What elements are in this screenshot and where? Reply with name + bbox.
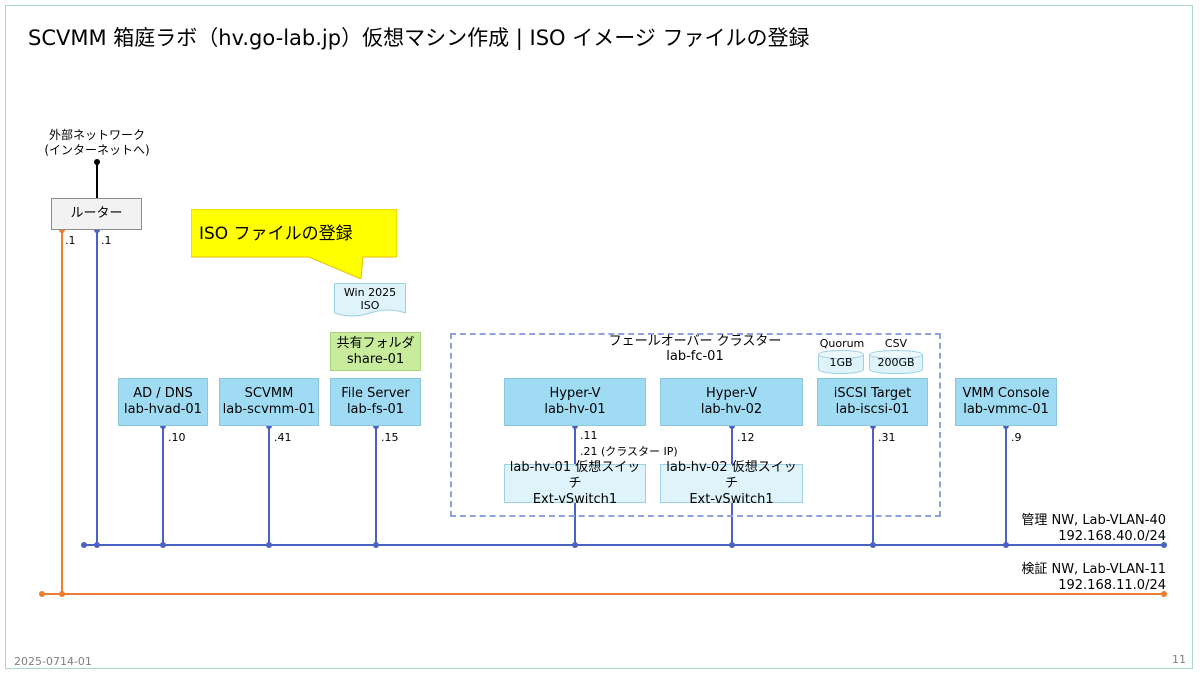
external-line2: (インターネットへ) — [44, 143, 150, 157]
node-file-server: File Server lab-fs-01 — [330, 378, 421, 426]
external-line1: 外部ネットワーク — [48, 128, 145, 142]
mgmt-bus-end-left — [81, 542, 87, 548]
node-role: VMM Console — [962, 386, 1050, 401]
shared-folder: 共有フォルダ share-01 — [330, 332, 421, 371]
node-ip: .15 — [381, 431, 399, 444]
joint-scvmm — [266, 542, 272, 548]
iso-document-icon — [334, 283, 406, 317]
test-bus-end-right — [1161, 591, 1167, 597]
node-vmm-console: VMM Console lab-vmmc-01 — [955, 378, 1057, 426]
node-ip: .41 — [274, 431, 292, 444]
node-name: lab-iscsi-01 — [835, 402, 910, 417]
mgmt-network-label: 管理 NW, Lab-VLAN-40 192.168.40.0/24 — [1021, 513, 1166, 545]
node-hyper-v-01: Hyper-V lab-hv-01 — [504, 378, 646, 426]
node-iscsi-target: iSCSI Target lab-iscsi-01 — [817, 378, 928, 426]
node-role: SCVMM — [244, 386, 294, 401]
switch-line2: Ext-vSwitch1 — [532, 491, 618, 507]
node-role: Hyper-V — [705, 386, 758, 401]
mgmt-network-subnet: 192.168.40.0/24 — [1058, 529, 1166, 544]
router-label: ルーター — [70, 206, 123, 221]
node-role: iSCSI Target — [833, 386, 912, 401]
iso-document-label: Win 2025 ISO — [334, 286, 406, 312]
node-ip: .10 — [168, 431, 186, 444]
node-ip: .12 — [737, 431, 755, 444]
node-scvmm: SCVMM lab-scvmm-01 — [219, 378, 319, 426]
cluster-title: フェールオーバー クラスター lab-fc-01 — [450, 334, 940, 364]
joint-vmmc — [1003, 542, 1009, 548]
mgmt-bus-end-right — [1161, 542, 1167, 548]
node-name: lab-hv-02 — [700, 402, 763, 417]
mgmt-network-name: 管理 NW, Lab-VLAN-40 — [1021, 513, 1166, 528]
node-role: File Server — [341, 386, 410, 401]
share-line2: share-01 — [346, 351, 405, 367]
external-endpoint — [94, 159, 100, 165]
node-ip: .31 — [878, 431, 896, 444]
joint-hv01 — [572, 542, 578, 548]
switch-line1: lab-hv-02 仮想スイッチ — [666, 459, 797, 491]
joint-fs — [373, 542, 379, 548]
cluster-title-line1: フェールオーバー クラスター — [608, 334, 782, 349]
test-network-name: 検証 NW, Lab-VLAN-11 — [1021, 562, 1166, 577]
external-network-label: 外部ネットワーク (インターネットへ) — [30, 128, 164, 158]
disk-label-csv: CSV — [884, 337, 908, 350]
slide-frame — [5, 5, 1193, 669]
callout-text: ISO ファイルの登録 — [199, 224, 353, 244]
disk-icon-csv — [869, 350, 923, 374]
failover-cluster-boundary — [450, 333, 941, 517]
share-line1: 共有フォルダ — [336, 335, 415, 351]
disk-label-quorum: Quorum — [819, 337, 865, 350]
router-test-ip: .1 — [65, 234, 76, 247]
joint-iscsi — [870, 542, 876, 548]
test-network-subnet: 192.168.11.0/24 — [1058, 578, 1166, 593]
joint-hv02 — [729, 542, 735, 548]
node-role: AD / DNS — [133, 386, 193, 401]
node-name: lab-scvmm-01 — [222, 402, 316, 417]
disk-size-csv: 200GB — [877, 356, 915, 369]
router-mgmt-joint — [94, 542, 100, 548]
node-ip: .9 — [1011, 431, 1022, 444]
disk-icon-quorum — [818, 350, 864, 374]
test-bus-router-joint — [59, 591, 65, 597]
test-bus-end-left — [39, 591, 45, 597]
callout-shape — [191, 209, 397, 279]
node-name: lab-vmmc-01 — [963, 402, 1049, 417]
node-name: lab-hv-01 — [544, 402, 606, 417]
switch-line1: lab-hv-01 仮想スイッチ — [509, 459, 641, 491]
node-role: Hyper-V — [549, 386, 601, 401]
virtual-switch-hv01: lab-hv-01 仮想スイッチ Ext-vSwitch1 — [504, 460, 646, 507]
joint-ad — [160, 542, 166, 548]
router-mgmt-ip: .1 — [101, 234, 112, 247]
node-name: lab-fs-01 — [346, 402, 405, 417]
cluster-name: lab-fc-01 — [666, 349, 724, 364]
disk-size-quorum: 1GB — [829, 356, 853, 369]
virtual-switch-hv02: lab-hv-02 仮想スイッチ Ext-vSwitch1 — [660, 460, 803, 507]
node-ip: .11 — [580, 429, 598, 442]
test-network-label: 検証 NW, Lab-VLAN-11 192.168.11.0/24 — [1021, 562, 1166, 594]
iso-line2: ISO — [360, 299, 380, 312]
cluster-ip: .21 (クラスター IP) — [580, 445, 678, 458]
node-name: lab-hvad-01 — [124, 402, 202, 417]
iso-line1: Win 2025 — [343, 286, 397, 299]
node-ad-dns: AD / DNS lab-hvad-01 — [118, 378, 208, 426]
node-hyper-v-02: Hyper-V lab-hv-02 — [660, 378, 803, 426]
page-title: SCVMM 箱庭ラボ（hv.go-lab.jp）仮想マシン作成 | ISO イメ… — [28, 26, 810, 50]
router: ルーター — [51, 198, 142, 230]
document-id: 2025-0714-01 — [14, 655, 92, 668]
switch-line2: Ext-vSwitch1 — [689, 491, 774, 507]
page-number: 11 — [1172, 653, 1186, 666]
